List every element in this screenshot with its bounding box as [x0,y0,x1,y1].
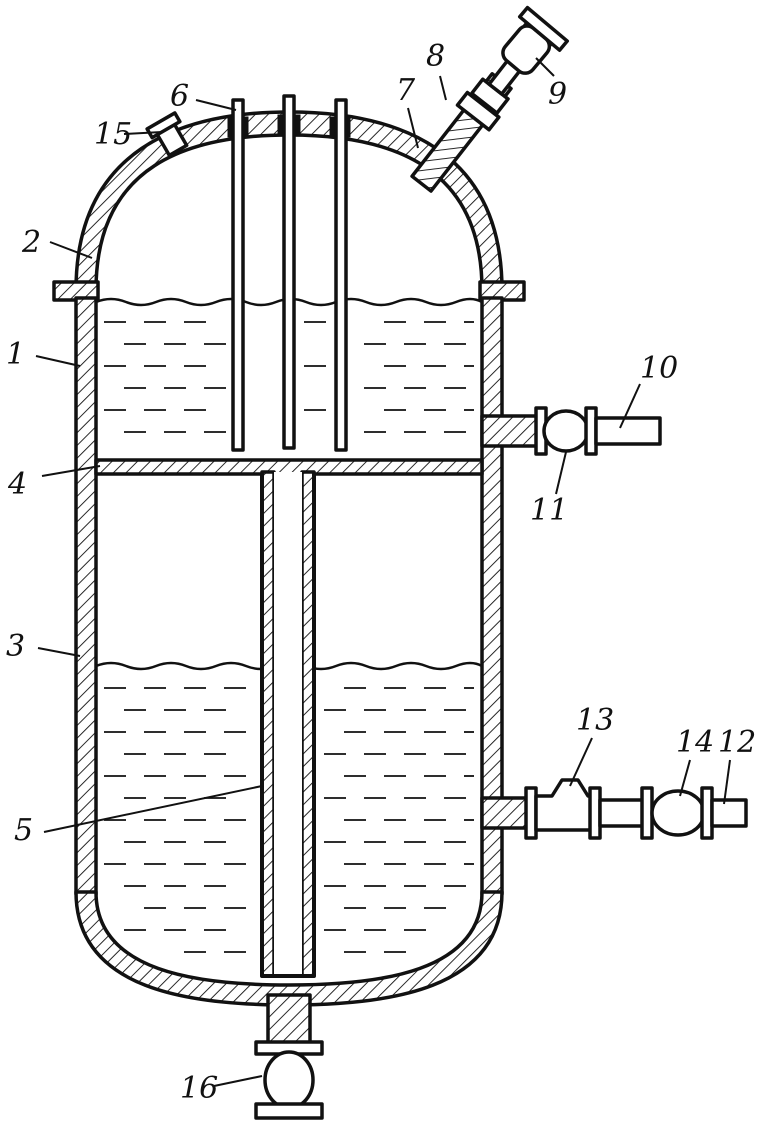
callout-6: 6 [170,79,189,114]
callout-14: 14 [676,725,714,760]
callout-3: 3 [6,629,25,664]
callout-8: 8 [426,39,445,74]
left-shell-wall [74,296,98,896]
upper-liquid-dashes [104,321,474,433]
upper-outlet-pipe [480,406,662,456]
callout-1: 1 [6,337,25,372]
bottom-dome-shell [74,890,504,1007]
partition-plate [94,458,484,476]
callout-2: 2 [21,225,41,260]
dip-tubes [231,94,348,452]
leader-lines [35,57,731,1087]
callout-12: 12 [718,725,756,760]
callout-10: 10 [640,351,678,386]
central-pipe-inlet [260,472,316,978]
central-pipe-bore [274,472,302,974]
callout-7: 7 [396,73,416,108]
callout-16: 16 [180,1071,218,1106]
callout-15: 15 [94,117,132,152]
callout-5: 5 [14,813,33,848]
callout-4: 4 [7,467,27,502]
callout-13: 13 [576,703,614,738]
lower-liquid-dashes [104,687,474,953]
nozzle-gland [455,90,501,132]
callout-11: 11 [530,493,568,528]
lower-outlet-pipe [480,778,748,840]
bottom-drain [254,993,324,1120]
callout-9: 9 [548,77,567,112]
